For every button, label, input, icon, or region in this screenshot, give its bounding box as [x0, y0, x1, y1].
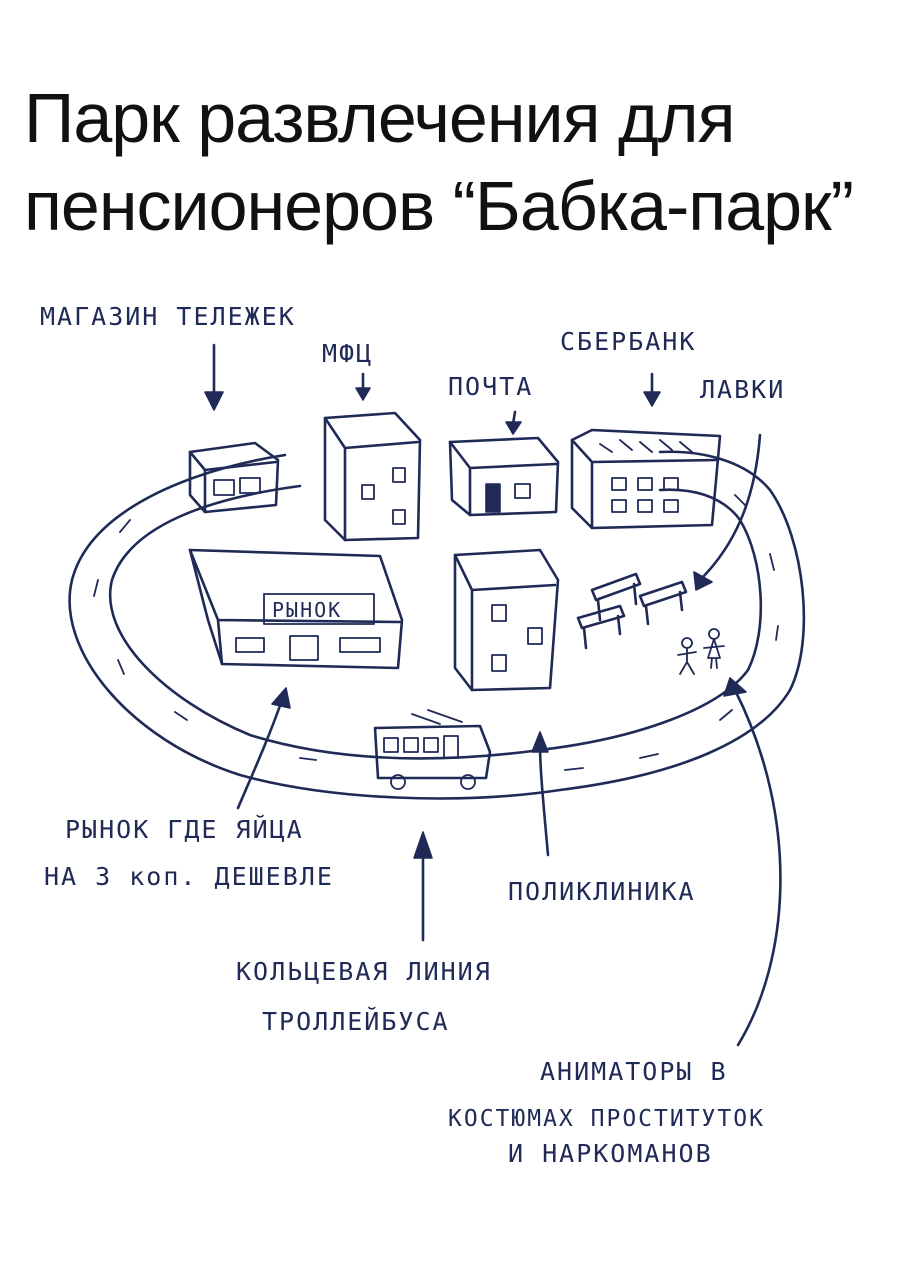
title-line-2: пенсионеров “Бабка-парк” — [24, 167, 854, 245]
trolley-caption-line2: ТРОЛЛЕЙБУСА — [262, 1007, 450, 1036]
post-label: ПОЧТА — [448, 372, 533, 401]
trolley-caption-line1: КОЛЬЦЕВАЯ ЛИНИЯ — [236, 957, 492, 986]
benches — [576, 572, 688, 650]
cart-shop-label: МАГАЗИН ТЕЛЕЖЕК — [40, 302, 296, 331]
trolleybus — [373, 709, 492, 790]
sberbank-label: СБЕРБАНК — [560, 327, 696, 356]
labels: МАГАЗИН ТЕЛЕЖЕК МФЦ СБЕРБАНК ПОЧТА ЛАВКИ… — [40, 302, 785, 1168]
animators-caption-line3: И НАРКОМАНОВ — [508, 1139, 713, 1168]
mfc-label: МФЦ — [322, 339, 373, 368]
animators-caption-line1: АНИМАТОРЫ В — [540, 1057, 728, 1086]
title-line-1: Парк развлечения для — [24, 79, 736, 157]
ring-road — [68, 450, 806, 800]
animators-figures — [677, 628, 725, 675]
post-office-building — [448, 436, 560, 517]
sberbank-building — [570, 428, 722, 530]
page-title: Парк развлечения для пенсионеров “Бабка-… — [24, 74, 884, 250]
market-caption-line1: РЫНОК ГДЕ ЯЙЦА — [65, 815, 304, 844]
clinic-label: ПОЛИКЛИНИКА — [508, 877, 696, 906]
clinic-building — [453, 548, 560, 692]
benches-label: ЛАВКИ — [700, 375, 785, 404]
market-building: РЫНОК — [188, 548, 404, 670]
mfc-building — [323, 411, 422, 542]
cart-shop-building — [188, 441, 280, 514]
pointer-arrows — [204, 343, 782, 1047]
animators-caption-line2: КОСТЮМАХ ПРОСТИТУТОК — [448, 1106, 765, 1132]
market-caption-line2: НА 3 коп. ДЕШЕВЛЕ — [44, 862, 334, 891]
market-sign-label: РЫНОК — [272, 598, 342, 622]
